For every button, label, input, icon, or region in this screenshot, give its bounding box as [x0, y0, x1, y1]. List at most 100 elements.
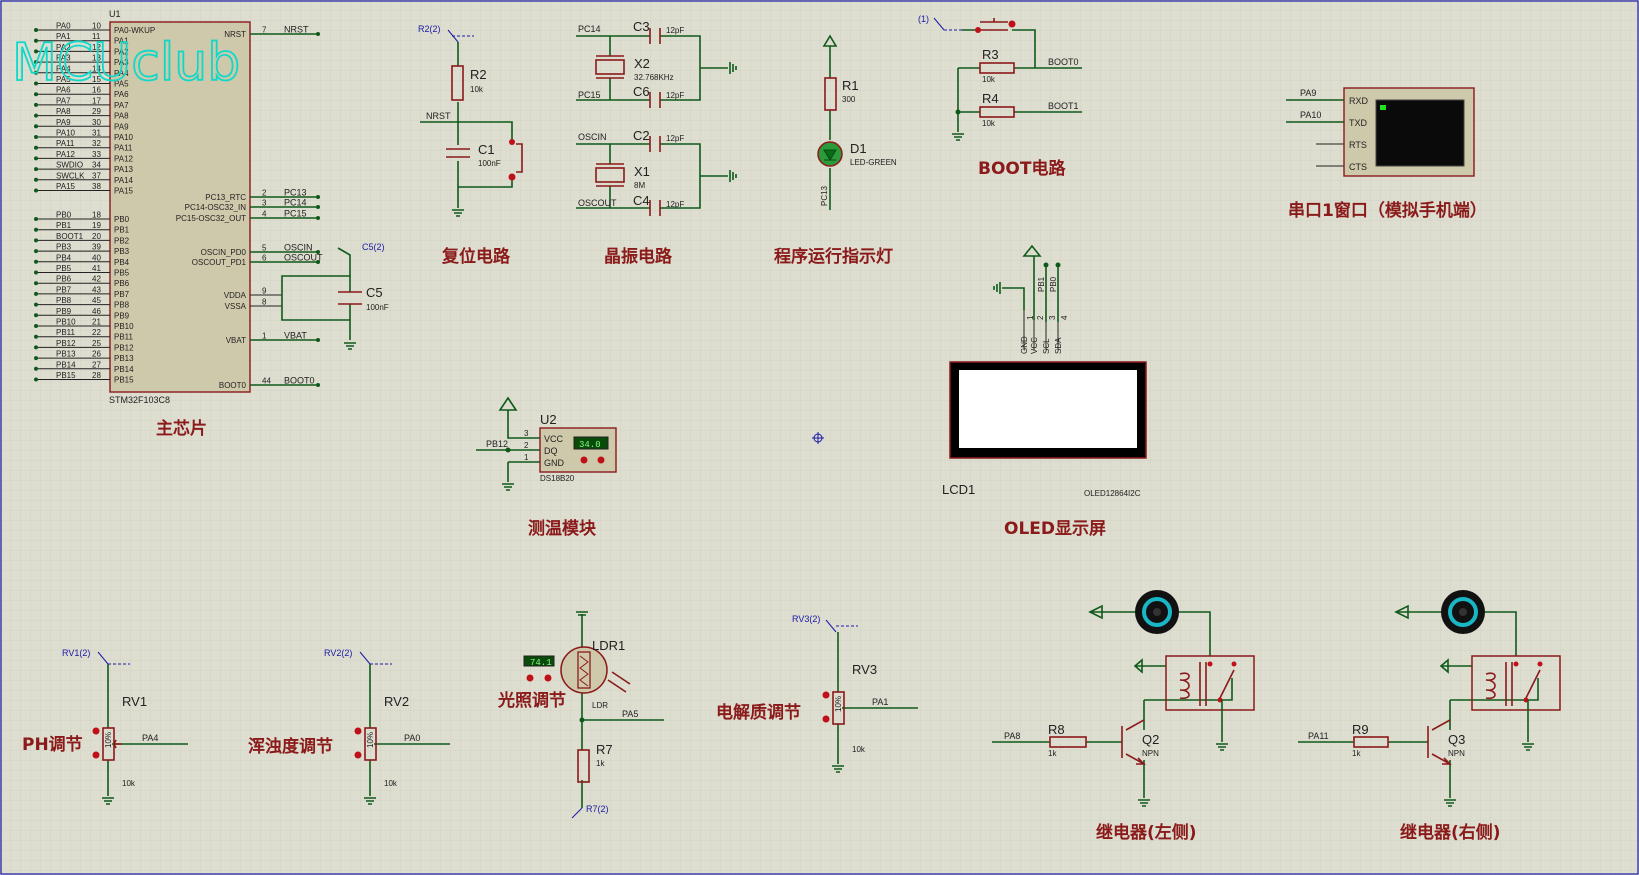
rv3-level: 10% — [834, 696, 843, 712]
c5-capacitor[interactable]: C5(2) C5 100nF — [281, 242, 389, 350]
mcu-pin-number: 12 — [92, 43, 101, 52]
rv3-net: PA1 — [872, 697, 888, 707]
mcu-pin-name: PC15-OSC32_OUT — [176, 214, 246, 223]
rv1-net: PA4 — [142, 733, 158, 743]
c4-value: 12pF — [666, 200, 684, 209]
mcu-pin-name: PA6 — [114, 90, 129, 99]
mcu-net-label: SWDIO — [56, 161, 83, 170]
led-net: PC13 — [820, 185, 829, 206]
mcu-pin-name: PA7 — [114, 101, 129, 110]
ldr1-ref: LDR1 — [592, 638, 625, 653]
run-led-circuit[interactable]: R1 300 D1 LED-GREEN PC13 — [817, 34, 897, 210]
ldr-sensor[interactable]: 74.1 LDR1 LDR PA5 R7 1k R7(2) — [523, 611, 664, 819]
r7-value: 1k — [596, 759, 605, 768]
mcu-net-label: PB7 — [56, 285, 72, 294]
rv1-potentiometer[interactable]: RV1(2) RV1 10k PA4 10% — [62, 648, 188, 805]
mcu-net-label: PB6 — [56, 275, 72, 284]
mcu-pin-dot — [34, 49, 38, 54]
d1-ref: D1 — [850, 141, 867, 156]
reset-probe: R2(2) — [418, 24, 441, 34]
mcu-part: STM32F103C8 — [109, 395, 170, 405]
rv2-potentiometer[interactable]: RV2(2) RV2 10k PA0 10% — [324, 648, 450, 805]
crystal-oscin: OSCIN — [578, 132, 607, 142]
mcu-pin-dot — [34, 324, 38, 328]
label-ph: PH调节 — [22, 734, 83, 755]
rv1-ref: RV1 — [122, 694, 147, 709]
mcu-pin-dot — [316, 216, 320, 220]
boot-probe: (1) — [918, 14, 929, 24]
mcu-pin-number: 14 — [92, 64, 101, 73]
mcu-pin-dot — [34, 313, 38, 318]
r3-value: 10k — [982, 75, 996, 84]
mcu-net-label: PA11 — [56, 139, 75, 148]
mcu-pin-name: PA13 — [114, 165, 134, 174]
mcu-pin-number: 34 — [92, 161, 101, 170]
mcu-pin-dot — [34, 156, 38, 161]
mcu-pin-number: 42 — [92, 275, 101, 284]
mcu-pin-name: PA11 — [114, 144, 133, 153]
mcu-pin-name: VSSA — [225, 302, 247, 311]
uart-pa9: PA9 — [1300, 88, 1316, 98]
c3-ref: C3 — [633, 19, 650, 34]
ds18b20-reading: 34.0 — [579, 440, 601, 450]
x2-value: 32.768KHz — [634, 73, 674, 82]
ds18b20-sensor[interactable]: 34.0 U2 VCC DQ GND 3 2 1 DS18B20 PB12 — [476, 396, 617, 491]
mcu-pin-number: 20 — [92, 232, 101, 241]
r4-ref: R4 — [982, 91, 999, 106]
mcu-pin-dot — [34, 124, 38, 129]
reset-circuit[interactable]: R2(2) R2 10k C1 100nF NRST — [418, 24, 523, 217]
r2-value: 10k — [470, 85, 484, 94]
mcu-pin-dot — [34, 60, 38, 65]
mcu-pin-name: PA2 — [114, 47, 129, 56]
mcu-pin-number: 15 — [92, 75, 101, 84]
mcu-pin-number: 13 — [92, 54, 101, 63]
ds18b20-part: DS18B20 — [540, 474, 575, 483]
mcu-pin-dot — [34, 334, 38, 339]
rv3-potentiometer[interactable]: RV3(2) RV3 10k PA1 10% — [792, 614, 918, 773]
mcu-pin-name: PB8 — [114, 301, 130, 310]
mcu-pin-dot — [34, 188, 38, 193]
mcu-pin-name: PA15 — [114, 187, 134, 196]
mcu-pin-number: 19 — [92, 221, 101, 230]
mcu-pin-dot — [34, 135, 38, 139]
mcu-pin-name: PB15 — [114, 376, 134, 385]
mcu-pin-dot — [34, 259, 38, 264]
mcu-net-label: PA5 — [56, 75, 71, 84]
mcu-pin-dot — [34, 113, 38, 118]
rv2-ref: RV2 — [384, 694, 409, 709]
mcu-pin-dot — [34, 92, 38, 97]
mcu-net-label: PA4 — [56, 64, 71, 73]
mcu-pin-dot — [34, 356, 38, 361]
uart-terminal[interactable]: PA9 PA10 RXD TXD RTS CTS — [1286, 87, 1475, 177]
mcu-pin-name: PB9 — [114, 311, 130, 320]
ldr-reading: 74.1 — [530, 658, 552, 668]
rv2-value: 10k — [384, 779, 398, 788]
mcu-pin-number: 11 — [92, 32, 101, 41]
mcu-pin-dot — [34, 377, 38, 382]
mcu-pin-dot — [34, 167, 38, 172]
q2-type: NPN — [1142, 749, 1159, 758]
relay-right[interactable]: PA11 R9 1k Q3 NPN — [1298, 590, 1561, 807]
mcu-net-label: PB1 — [56, 221, 72, 230]
mcu-pin-name: PA3 — [114, 58, 129, 67]
mcu-net-label: PA6 — [56, 86, 71, 95]
mcu-pin-number: 37 — [92, 171, 101, 180]
mcu-pin-name: PB5 — [114, 269, 130, 278]
relay-left[interactable]: PA8 R8 1k Q2 NPN — [992, 590, 1255, 807]
mcu-pin-name: PA0-WKUP — [114, 26, 155, 35]
rv1-value: 10k — [122, 779, 136, 788]
mcu-pin-dot — [34, 238, 38, 243]
mcu-net-label: OSCOUT — [284, 253, 323, 263]
crystal-circuit[interactable]: C3 12pF PC14 X2 32.768KHz C6 12pF PC15 C… — [576, 19, 737, 216]
mcu-pin-number: 4 — [262, 210, 267, 219]
mcu-pin-dot — [34, 102, 38, 107]
mcu-pin-dot — [316, 338, 320, 342]
watermark-logo: MCUclub — [12, 33, 240, 93]
mcu-pin-number: 43 — [92, 285, 101, 294]
boot-circuit[interactable]: (1) R3 10k R4 10k BOOT0 BOOT1 — [918, 14, 1082, 141]
